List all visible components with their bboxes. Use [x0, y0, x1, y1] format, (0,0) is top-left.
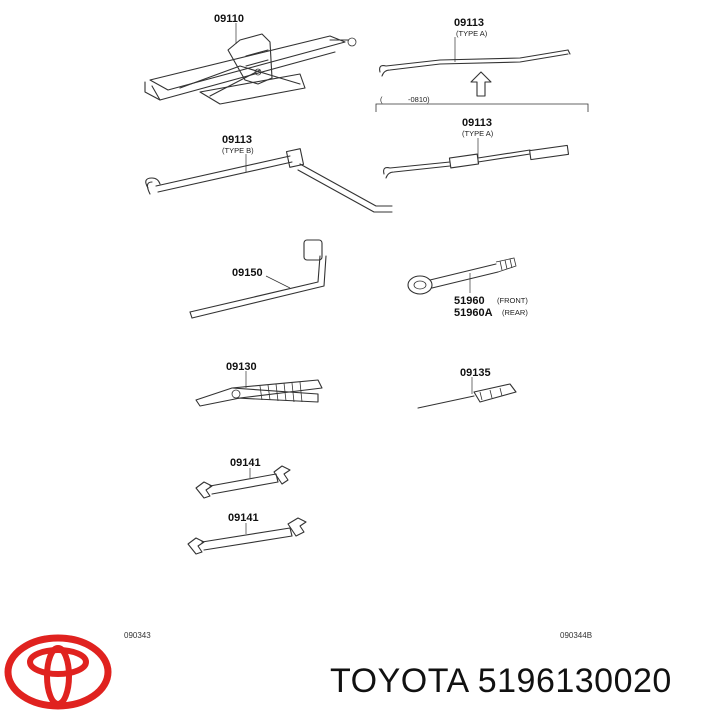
towing-eye-illustration: [407, 257, 517, 295]
part-type-handle-mid: (TYPE A): [462, 129, 494, 138]
wrench-2-illustration: [187, 517, 307, 555]
part-number-wrench-1: 09141: [230, 457, 261, 469]
jack-handle-mid-illustration: [383, 144, 570, 179]
part-number-tow-eye-rear: 51960A: [454, 307, 493, 319]
part-number-handle-mid: 09113: [462, 117, 492, 129]
leader-line: [265, 275, 291, 289]
part-type-handle-left: (TYPE B): [222, 146, 254, 155]
part-number-tow-eye-front: 51960: [454, 295, 485, 307]
pliers-illustration: [195, 379, 323, 407]
lug-wrench-illustration: [189, 239, 327, 319]
part-note-tow-eye-rear: (REAR): [502, 308, 528, 317]
range-bracket: [375, 103, 589, 112]
part-number-lug-wrench: 09150: [232, 267, 263, 279]
toyota-logo-icon: [4, 634, 112, 710]
diagram-ref-right: 090344B: [560, 631, 592, 640]
jack-handle-top-illustration: [379, 49, 571, 77]
part-number-handle-left: 09113: [222, 134, 252, 146]
screwdriver-illustration: [417, 383, 517, 409]
diagram-ref-left: 090343: [124, 631, 151, 640]
range-bracket-value: -0810): [408, 95, 430, 104]
part-number-jack: 09110: [214, 13, 244, 25]
arrow-up-icon: [470, 71, 492, 97]
part-number-wrench-2: 09141: [228, 512, 259, 524]
brand-part-number: TOYOTA 5196130020: [330, 662, 672, 700]
jack-handle-left-illustration: [145, 148, 393, 213]
part-type-handle-top: (TYPE A): [456, 29, 488, 38]
part-number-screwdriver: 09135: [460, 367, 491, 379]
range-bracket-open: (: [380, 95, 383, 104]
part-number-handle-top: 09113: [454, 17, 484, 29]
wrench-1-illustration: [195, 465, 291, 499]
scissor-jack-illustration: [144, 33, 357, 105]
part-number-pliers: 09130: [226, 361, 257, 373]
part-note-tow-eye-front: (FRONT): [497, 296, 528, 305]
